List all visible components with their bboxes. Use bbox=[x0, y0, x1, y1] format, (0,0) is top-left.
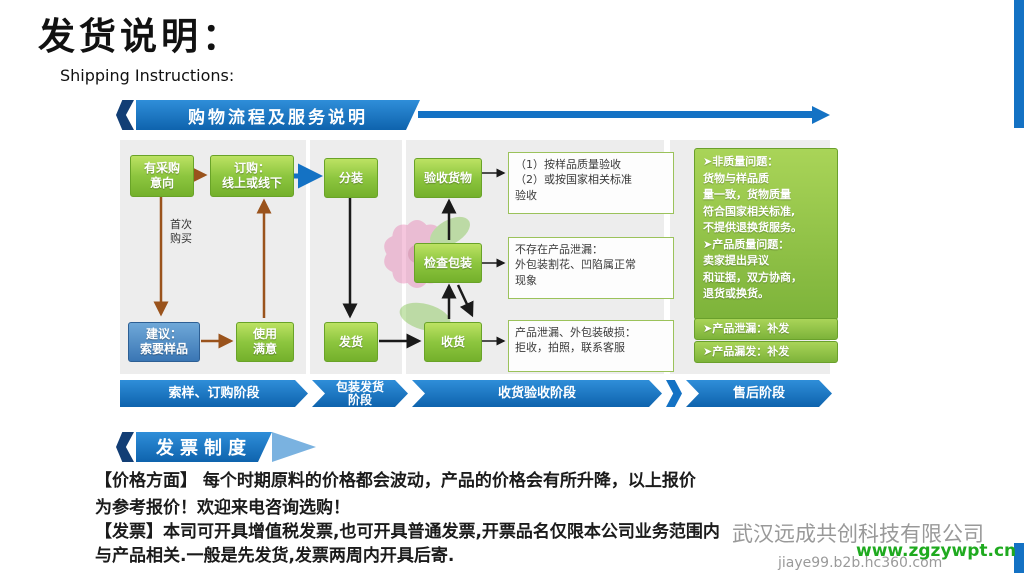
invoice-text-line-4: 与产品相关.一般是先发货,发票两周内开具后寄. bbox=[95, 546, 455, 566]
stage-packing-shipping: 包装发货 阶段 bbox=[312, 380, 408, 407]
page-title: 发货说明： bbox=[38, 14, 243, 58]
banner-tail-arrow-icon bbox=[812, 106, 830, 124]
invoice-banner-chevron-icon bbox=[116, 432, 134, 462]
invoice-text-line-3: 【发票】本司可开具增值税发票,也可开具普通发票,开票品名仅限本公司业务范围内 bbox=[95, 522, 720, 542]
watermark-shop-url: jiaye99.b2b.hc360.com bbox=[778, 555, 943, 571]
flow-box-receive: 收货 bbox=[424, 322, 482, 362]
flow-box-order: 订购： 线上或线下 bbox=[210, 155, 294, 197]
watermark-company-name: 武汉远成共创科技有限公司 bbox=[732, 522, 984, 546]
flow-label-first-purchase: 首次 购买 bbox=[170, 218, 192, 245]
flow-box-satisfied: 使用 满意 bbox=[236, 322, 294, 362]
stage-connector-chevron-icon bbox=[666, 380, 682, 407]
invoice-banner-wedge-icon bbox=[272, 432, 316, 462]
flow-box-inspect-goods: 验收货物 bbox=[414, 158, 482, 198]
invoice-text-line-1: 【价格方面】 每个时期原料的价格都会波动，产品的价格会有所升降，以上报价 bbox=[95, 471, 696, 491]
aftersale-reissue-leak: ➤产品泄漏：补发 bbox=[694, 318, 838, 340]
flow-box-check-package: 检查包装 bbox=[414, 243, 482, 283]
banner-tail-line bbox=[418, 111, 812, 118]
invoice-banner: 发票制度 bbox=[136, 432, 272, 462]
invoice-text-line-2: 为参考报价！欢迎来电咨询选购！ bbox=[95, 498, 350, 518]
flow-box-request-sample: 建议： 索要样品 bbox=[128, 322, 200, 362]
stage-receiving-inspection: 收货验收阶段 bbox=[412, 380, 662, 407]
flow-box-packing: 分装 bbox=[324, 158, 378, 198]
note-inspect-standard: （1）按样品质量验收 （2）或按国家相关标准 验收 bbox=[508, 152, 674, 214]
aftersale-policy-panel: ➤非质量问题： 货物与样品质 量一致，货物质量 符合国家相关标准, 不提供退换货… bbox=[694, 148, 838, 320]
note-package-normal: 不存在产品泄漏： 外包装割花、凹陷属正常 现象 bbox=[508, 237, 674, 299]
page-subtitle: Shipping Instructions: bbox=[60, 66, 235, 85]
banner-chevron-icon bbox=[116, 100, 134, 130]
watermark-website-url: www.zgzywpt.cn bbox=[856, 541, 1017, 561]
page-edge-strip-bottom bbox=[1014, 543, 1024, 573]
flow-box-purchase-intent: 有采购 意向 bbox=[130, 155, 194, 197]
aftersale-reissue-missing: ➤产品漏发：补发 bbox=[694, 341, 838, 363]
flow-box-ship: 发货 bbox=[324, 322, 378, 362]
process-banner: 购物流程及服务说明 bbox=[136, 100, 420, 130]
page-edge-strip-top bbox=[1014, 0, 1024, 128]
stage-sampling-ordering: 索样、订购阶段 bbox=[120, 380, 308, 407]
note-reject-damaged: 产品泄漏、外包装破损： 拒收，拍照，联系客服 bbox=[508, 320, 674, 372]
stage-aftersale: 售后阶段 bbox=[686, 380, 832, 407]
